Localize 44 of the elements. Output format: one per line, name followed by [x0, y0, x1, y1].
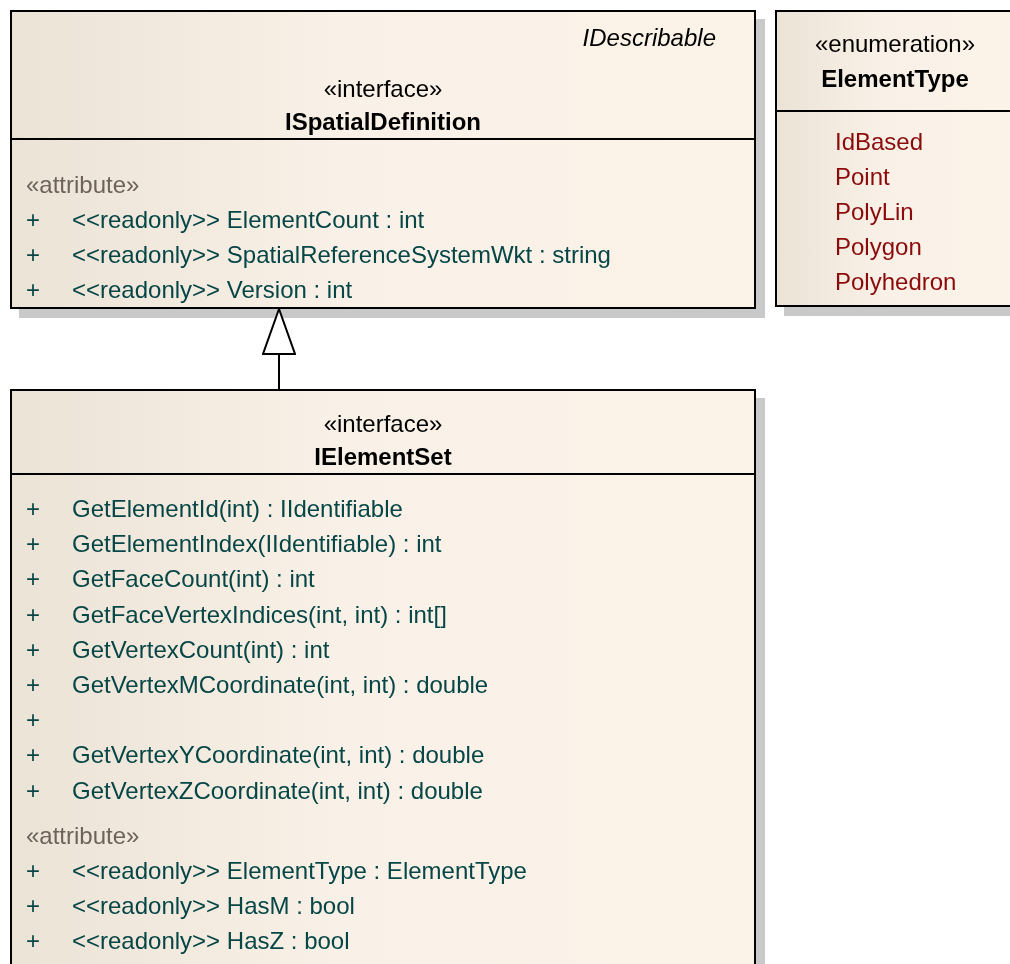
member-signature: GetVertexZCoordinate(int, int) : double	[72, 776, 483, 804]
member-signature: GetElementIndex(IIdentifiable) : int	[72, 530, 442, 558]
member-signature: GetVertexMCoordinate(int, int) : double	[72, 670, 489, 698]
visibility-marker: +	[26, 775, 41, 806]
visibility-marker: +	[26, 599, 41, 630]
member-signature: GetVertexCount(int) : int	[72, 635, 330, 663]
visibility-marker: +	[26, 705, 41, 736]
member-signature: <<readonly>> SpatialReferenceSystemWkt : string	[72, 241, 611, 268]
class-name: IElementSet	[314, 442, 452, 472]
stereotype-label: «enumeration»	[814, 29, 976, 59]
enum-value: Polygon	[835, 232, 923, 262]
member-signature: GetFaceVertexIndices(int, int) : int[]	[72, 600, 447, 628]
visibility-marker: +	[26, 634, 41, 665]
visibility-marker: +	[26, 529, 41, 560]
visibility-marker: +	[26, 740, 41, 771]
stereotype-label: «interface»	[323, 409, 443, 439]
member-signature: <<readonly>> Version : int	[72, 276, 353, 303]
enum-value: IdBased	[835, 127, 925, 157]
stereotype-label: «attribute»	[26, 820, 141, 851]
enum-value: Polyhedron	[835, 267, 958, 297]
class-name: ElementType	[821, 64, 969, 94]
member-signature: <<readonly>> ElementCount : int	[72, 206, 425, 233]
parent-interface-label: IDescribable	[582, 23, 716, 53]
visibility-marker: +	[26, 564, 41, 595]
enum-value: PolyLin	[835, 197, 915, 227]
member-signature: GetVertexYCoordinate(int, int) : double	[72, 741, 485, 769]
member-signature: GetFaceCount(int) : int	[72, 565, 315, 593]
visibility-marker: +	[26, 855, 41, 886]
visibility-marker: +	[26, 240, 41, 270]
visibility-marker: +	[26, 926, 41, 957]
visibility-marker: +	[26, 891, 41, 922]
member-signature: <<readonly>> HasZ : bool	[72, 927, 350, 955]
stereotype-label: «attribute»	[26, 170, 141, 200]
member-signature: GetElementId(int) : IIdentifiable	[72, 495, 403, 522]
visibility-marker: +	[26, 205, 41, 235]
class-name: ISpatialDefinition	[285, 107, 481, 137]
visibility-marker: +	[26, 275, 41, 305]
enum-value: Point	[835, 162, 891, 192]
member-signature: <<readonly>> HasM : bool	[72, 892, 355, 920]
visibility-marker: +	[26, 494, 41, 524]
visibility-marker: +	[26, 669, 41, 700]
generalization-arrow	[262, 308, 296, 390]
stereotype-label: «interface»	[323, 74, 443, 104]
member-signature: <<readonly>> ElementType : ElementType	[72, 856, 527, 884]
